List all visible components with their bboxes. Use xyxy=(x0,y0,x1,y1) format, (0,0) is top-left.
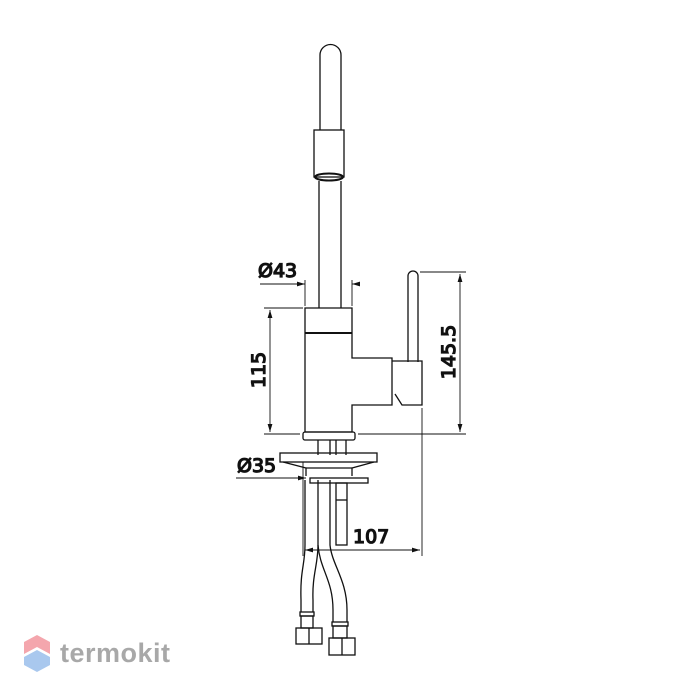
dimension-total-height: 145.5 xyxy=(438,325,460,379)
dimension-reach: 107 xyxy=(353,526,389,548)
dimension-spout-diameter: Ø43 xyxy=(258,260,297,282)
dimension-lines xyxy=(236,271,466,556)
dimension-base-diameter: Ø35 xyxy=(237,455,276,477)
supply-hoses xyxy=(295,480,356,656)
spout xyxy=(313,43,345,308)
termokit-logo-icon xyxy=(24,635,50,672)
dimension-body-height: 115 xyxy=(248,352,270,388)
watermark-brand: termokit xyxy=(60,638,171,668)
faucet-body xyxy=(279,270,423,546)
